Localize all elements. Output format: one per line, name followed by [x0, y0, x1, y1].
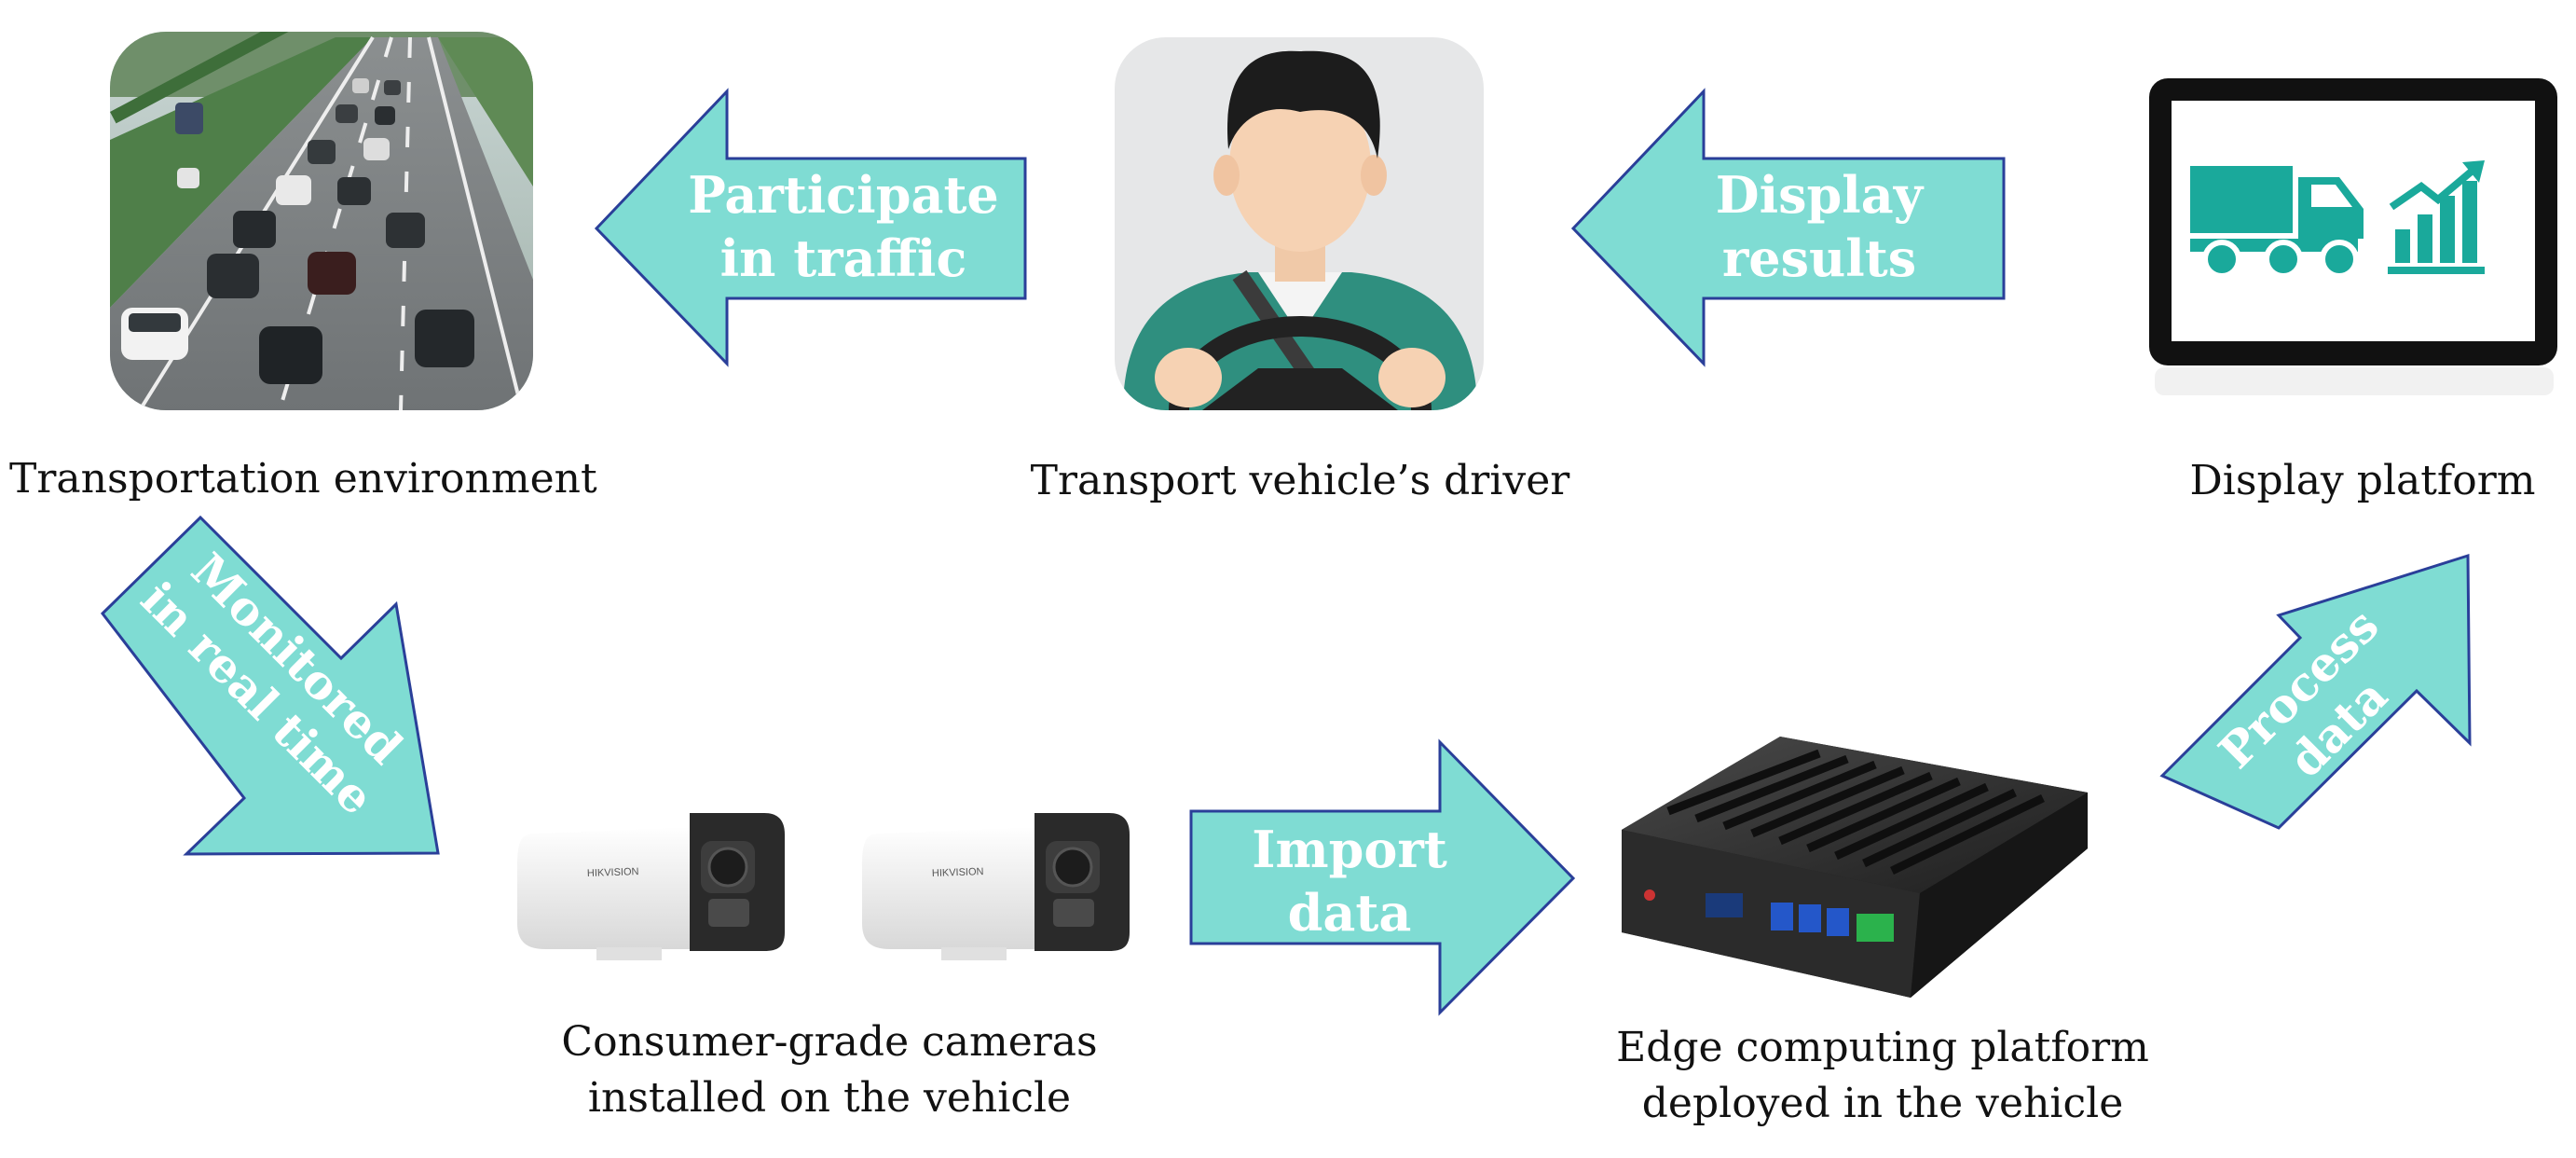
traffic-photo — [110, 32, 533, 410]
caption-display-platform: Display platform — [2189, 457, 2536, 504]
camera-brand-label: HIKVISION — [587, 866, 639, 879]
camera-icon: HIKVISION — [517, 813, 785, 960]
arrow-import-data: Import data — [1189, 738, 1576, 1016]
arrow-label-data: data — [1288, 883, 1412, 943]
caption-cameras-line2: installed on the vehicle — [587, 1074, 1072, 1122]
edge-computer-icon — [1622, 737, 2088, 998]
driver-illustration — [1115, 37, 1484, 410]
display-tablet — [2149, 78, 2557, 395]
caption-transportation-environment: Transportation environment — [9, 455, 597, 503]
arrow-process-data: Process data — [2159, 553, 2472, 830]
caption-edge-line1: Edge computing platform — [1616, 1024, 2149, 1071]
caption-edge-line2: deployed in the vehicle — [1641, 1080, 2124, 1127]
arrow-label-participate: Participate — [688, 165, 999, 225]
caption-edge-platform: Edge computing platform deployed in the … — [1566, 1020, 2199, 1132]
arrow-monitored-in-real-time: Monitored in real time — [101, 515, 440, 856]
camera-brand-label: HIKVISION — [932, 866, 984, 879]
car-icon — [121, 78, 474, 384]
truck-icon — [2190, 166, 2364, 279]
arrow-label-in-traffic: in traffic — [720, 228, 967, 288]
arrow-participate-in-traffic: Participate in traffic — [594, 88, 1027, 367]
caption-driver: Transport vehicle’s driver — [1030, 457, 1570, 504]
caption-cameras: Consumer-grade cameras installed on the … — [503, 1014, 1156, 1126]
camera-icon: HIKVISION — [862, 813, 1130, 960]
caption-cameras-line1: Consumer-grade cameras — [561, 1018, 1098, 1066]
arrow-display-results: Display results — [1570, 88, 2006, 367]
bar-chart-icon — [2388, 160, 2485, 274]
arrow-label-display: Display — [1716, 165, 1925, 225]
arrow-label-import: Import — [1252, 820, 1447, 879]
arrow-label-results: results — [1722, 228, 1916, 288]
